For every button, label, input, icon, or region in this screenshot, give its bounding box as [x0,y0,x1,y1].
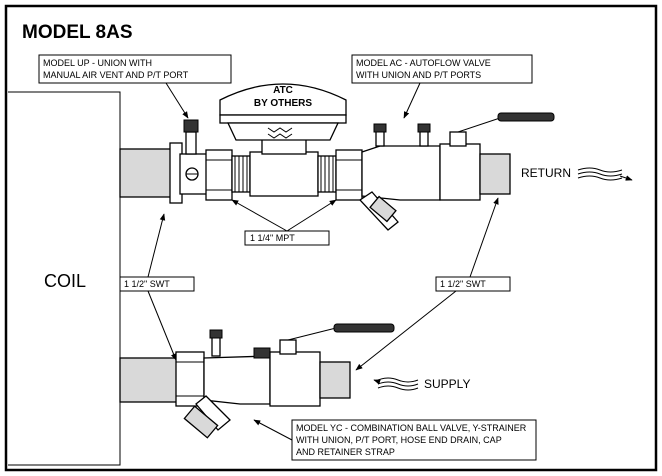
model-title: MODEL 8AS [22,22,133,43]
return-pipe-assembly [119,112,555,231]
valve-handle-icon [287,327,337,341]
atc-valve-body [249,151,319,197]
callout-model-up: MODEL UP - UNION WITH MANUAL AIR VENT AN… [38,54,232,119]
coil-label: COIL [44,271,86,291]
svg-text:MANUAL AIR VENT AND P/T PORT: MANUAL AIR VENT AND P/T PORT [43,70,189,80]
svg-text:1 1/4" MPT: 1 1/4" MPT [250,233,295,243]
svg-text:1 1/2" SWT: 1 1/2" SWT [440,279,486,289]
supply-union-nut [175,351,205,407]
svg-text:MODEL YC - COMBINATION BALL VA: MODEL YC - COMBINATION BALL VALVE, Y-STR… [296,423,527,433]
model-ac-autoflow-valve [361,145,441,201]
diagram-border [4,4,658,472]
model-yc-body [203,355,271,405]
callout-swt-left: 1 1/2" SWT [119,213,195,361]
return-ball-valve [439,143,481,201]
supply-pipe-assembly [119,323,395,439]
return-flow-icon [577,167,623,181]
svg-text:1 1/2" SWT: 1 1/2" SWT [124,279,170,289]
svg-text:AND RETAINER STRAP: AND RETAINER STRAP [296,447,395,457]
supply-coil-stub [119,357,181,403]
return-coil-stub [119,148,179,198]
atc-actuator: ATC BY OTHERS [219,83,347,141]
hose-end-drain-icon [183,405,219,439]
callout-mpt: 1 1/4" MPT [231,199,337,246]
union-nut-left [205,149,233,201]
callout-model-ac: MODEL AC - AUTOFLOW VALVE WITH UNION AND… [351,54,533,119]
union-nut-right [335,149,363,201]
supply-label: SUPPLY [424,377,470,391]
svg-text:WITH UNION, P/T PORT, HOSE END: WITH UNION, P/T PORT, HOSE END DRAIN, CA… [296,435,502,445]
atc-label-line2: BY OTHERS [254,98,312,109]
svg-text:WITH UNION AND P/T PORTS: WITH UNION AND P/T PORTS [356,70,481,80]
coil: COIL [8,91,121,466]
supply-flow-icon [377,377,419,391]
callout-swt-right: 1 1/2" SWT [355,197,511,371]
return-label: RETURN [521,166,571,180]
svg-text:MODEL AC - AUTOFLOW VALVE: MODEL AC - AUTOFLOW VALVE [356,58,491,68]
svg-text:MODEL UP - UNION WITH: MODEL UP - UNION WITH [43,58,152,68]
air-vent-icon [185,131,197,155]
valve-handle-grip [497,112,555,122]
atc-label-line1: ATC [273,85,293,96]
supply-ball-valve [269,351,321,407]
callout-model-yc: MODEL YC - COMBINATION BALL VALVE, Y-STR… [253,419,537,461]
valve-handle-grip [333,323,395,333]
valve-handle-icon [457,117,501,133]
pt-port-icon [211,335,221,357]
